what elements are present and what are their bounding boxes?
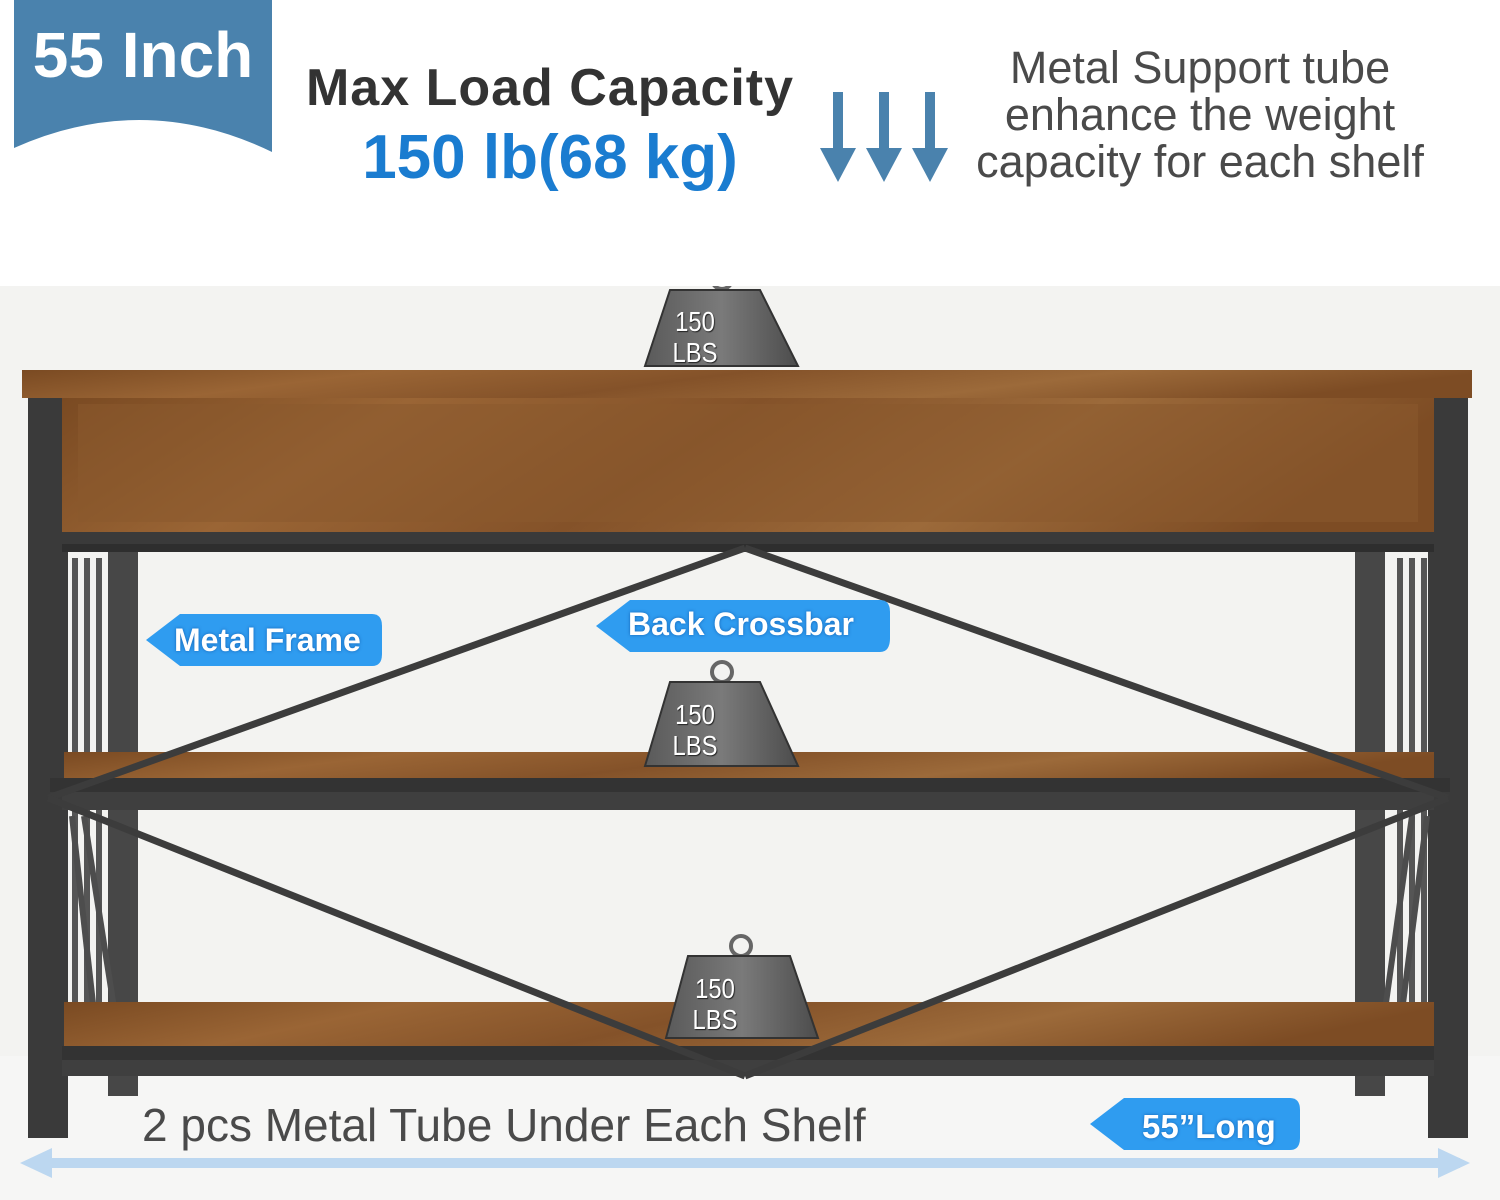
weight-label-top: 150 LBS — [657, 306, 734, 368]
console-table-illustration — [0, 286, 1500, 1200]
back-crossbar-callout — [596, 600, 890, 652]
weight-icon — [664, 934, 820, 1039]
metal-tube-caption: 2 pcs Metal Tube Under Each Shelf — [142, 1099, 866, 1151]
load-capacity-title: Max Load Capacity — [305, 59, 795, 117]
weight-icon — [643, 286, 800, 367]
weight-value: 150 — [675, 306, 715, 337]
back-crossbar-label: Back Crossbar — [628, 606, 854, 642]
metal-frame-label: Metal Frame — [174, 622, 361, 658]
length-callout — [1090, 1098, 1300, 1150]
weight-value: 150 — [695, 973, 735, 1004]
support-line: enhance the weight — [1004, 89, 1396, 140]
size-banner — [14, 0, 272, 152]
load-capacity-value: 150 lb(68 kg) — [362, 123, 738, 192]
size-banner-label: 55 Inch — [32, 19, 254, 91]
weight-icon — [643, 660, 800, 767]
weight-unit: LBS — [672, 337, 718, 368]
support-description: Metal Support tube enhance the weight ca… — [955, 44, 1445, 185]
metal-frame-callout — [146, 614, 382, 666]
weight-unit: LBS — [672, 730, 718, 761]
down-arrows-icon — [820, 92, 948, 182]
weight-value: 150 — [675, 699, 715, 730]
length-label: 55”Long — [1142, 1108, 1276, 1145]
support-line: capacity for each shelf — [976, 136, 1424, 187]
weight-label-middle: 150 LBS — [657, 699, 734, 761]
support-line: Metal Support tube — [1009, 42, 1391, 93]
weight-label-bottom: 150 LBS — [677, 973, 754, 1035]
weight-unit: LBS — [692, 1004, 738, 1035]
